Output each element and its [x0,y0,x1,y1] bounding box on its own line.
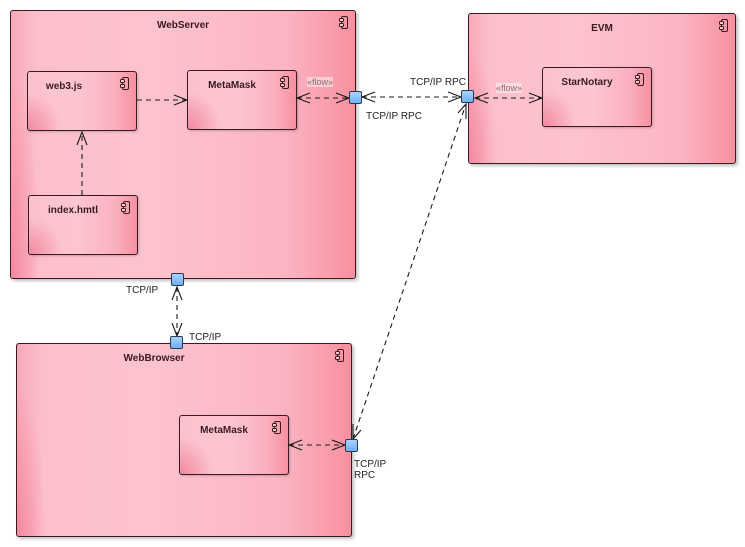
arrowhead [473,92,489,104]
component-starnotary[interactable]: StarNotary [542,67,652,127]
component-icon [121,201,130,214]
arrowhead [360,91,376,103]
arrowhead [171,285,183,301]
webbrowser-title: WebBrowser [123,353,185,364]
metamask-server-title: MetaMask [208,80,256,91]
flow-stereotype-server: «flow» [307,77,334,87]
component-icon [280,76,289,89]
arrowhead [173,94,189,106]
component-icon [335,349,344,362]
arrowhead [457,102,467,119]
index-html-title: index.hmtl [47,205,98,216]
arrowhead [295,92,311,104]
webbrowser-tcp-port[interactable] [170,336,183,349]
component-icon [120,77,129,90]
tcp-label-webserver-port: TCP/IP [126,285,159,296]
metamask-browser-title: MetaMask [200,425,248,436]
flow-stereotype-evm: «flow» [496,83,523,93]
component-metamask-browser[interactable]: MetaMask [179,415,289,475]
component-icon [719,19,728,32]
arrowhead [528,92,544,104]
webserver-title: WebServer [156,20,210,31]
web3js-title: web3.js [45,81,83,92]
rpc-label-evm-port: TCP/IP RPC [410,77,466,88]
evm-rpc-port[interactable] [461,90,474,103]
component-index-html[interactable]: index.hmtl [28,195,138,255]
arrowhead [287,439,303,451]
component-icon [635,73,644,86]
tcp-label-browser-port: TCP/IP [189,332,222,343]
evm-title: EVM [591,23,613,34]
component-web3js[interactable]: web3.js [27,71,137,131]
connector-browser-to-evm [352,103,467,440]
rpc-label-webserver-port: TCP/IP RPC [366,111,422,122]
webserver-rpc-port[interactable] [349,91,362,104]
arrowhead [76,130,88,146]
component-icon [272,421,281,434]
webbrowser-rpc-port[interactable] [345,439,358,452]
webserver-tcp-port[interactable] [171,273,184,286]
rpc-label-browser-port-line2: RPC [354,470,376,481]
component-icon [339,16,348,29]
rpc-label-browser-port-line1: TCP/IP [354,459,387,470]
starnotary-title: StarNotary [561,77,613,88]
